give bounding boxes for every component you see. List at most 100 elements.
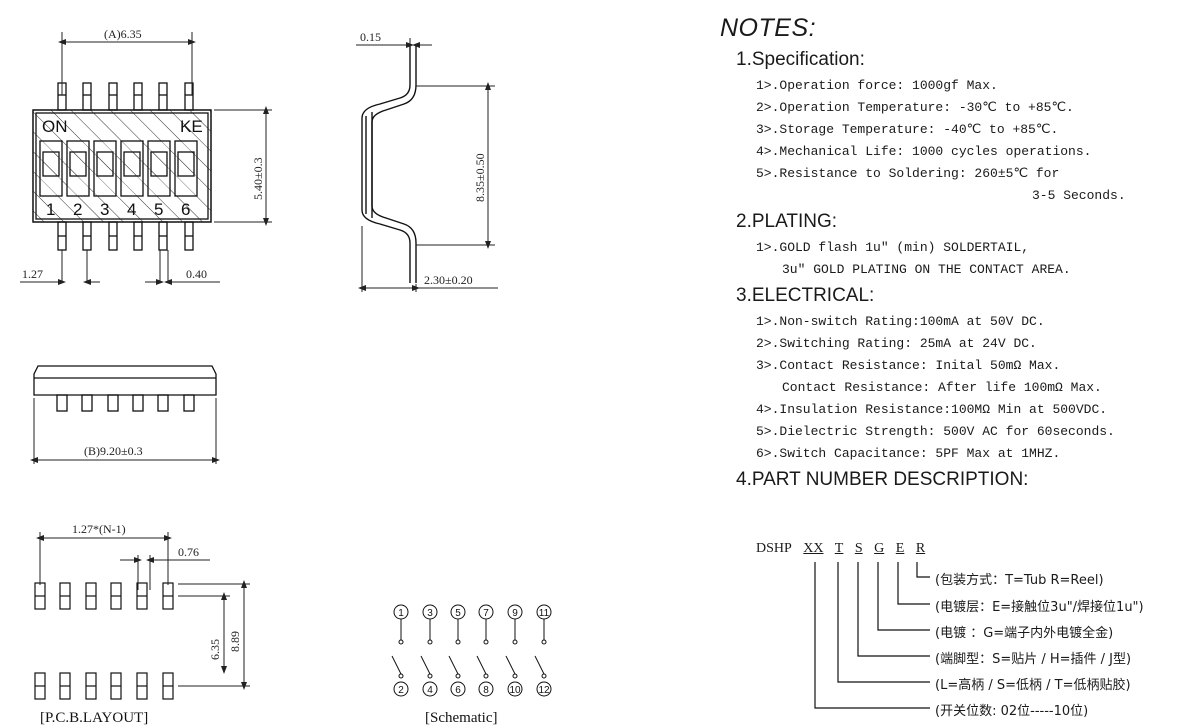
- pn-desc-positions: (开关位数: 02位-----10位): [935, 704, 1089, 719]
- side-view: [361, 45, 417, 283]
- electrical-line: 1>.Non-switch Rating:100mA at 50V DC.: [756, 314, 1045, 329]
- schematic-label-top: 5: [455, 608, 461, 619]
- notes-title: NOTES:: [720, 14, 817, 42]
- switch-number: 6: [181, 200, 190, 219]
- pcb-outer-dim: 8.89: [228, 631, 242, 652]
- electrical-line: 4>.Insulation Resistance:100MΩ Min at 50…: [756, 402, 1108, 417]
- front-view: [33, 365, 217, 412]
- schematic-label-top: 1: [398, 608, 404, 619]
- schematic-label-bottom: 8: [483, 685, 489, 696]
- spec-line: 2>.Operation Temperature: -30℃ to +85℃.: [756, 100, 1074, 115]
- front-terminal: [183, 394, 195, 412]
- electrical-title: 3.ELECTRICAL:: [736, 285, 875, 306]
- pcb-caption: [P.C.B.LAYOUT]: [40, 710, 148, 726]
- schematic-contact: [427, 639, 433, 645]
- schematic-caption: [Schematic]: [425, 710, 497, 726]
- schematic-terminal-bottom: [536, 681, 552, 697]
- switch-actuator: [123, 151, 141, 177]
- pn-desc-plating: (电镀 ：G=端子内外电镀全金): [935, 626, 1114, 641]
- schematic-label-bottom: 10: [509, 685, 521, 696]
- schematic-contact: [427, 673, 433, 679]
- spec-line: 3>.Storage Temperature: -40℃ to +85℃.: [756, 122, 1059, 137]
- switch-number: 2: [73, 200, 82, 219]
- pitch-dim: 1.27: [22, 267, 43, 281]
- front-terminal: [157, 394, 169, 412]
- top-width-dim: (A)6.35: [104, 27, 142, 41]
- electrical-line: 2>.Switching Rating: 25mA at 24V DC.: [756, 336, 1037, 351]
- schematic-label-bottom: 2: [398, 685, 404, 696]
- schematic-label-top: 9: [512, 608, 518, 619]
- schematic-contact: [541, 673, 547, 679]
- part-number-title: 4.PART NUMBER DESCRIPTION:: [736, 469, 1029, 490]
- switch-actuator: [150, 151, 168, 177]
- switch-actuator: [42, 151, 60, 177]
- schematic-switch-arm: [391, 655, 402, 675]
- spec-section: 1.Specification: 1>.Operation force: 100…: [720, 49, 1190, 207]
- schematic-switch-arm: [476, 655, 487, 675]
- notes-panel: NOTES: 1.Specification: 1>.Operation for…: [720, 14, 1190, 495]
- switch-number: 1: [46, 200, 55, 219]
- front-terminal: [81, 394, 93, 412]
- electrical-section: 3.ELECTRICAL: 1>.Non-switch Rating:100mA…: [720, 285, 1190, 465]
- side-depth-dim: 2.30±0.20: [424, 273, 473, 287]
- schematic-terminal-bottom: [507, 681, 523, 697]
- pcb-pad-dim: 0.76: [178, 545, 199, 559]
- part-number-code: DSHP XX T S G E R: [756, 541, 933, 557]
- spec-title: 1.Specification:: [736, 49, 865, 70]
- front-terminal: [56, 394, 68, 412]
- pcb-row-dim: 6.35: [208, 639, 222, 660]
- pin-width-dim: 0.40: [186, 267, 207, 281]
- front-terminal: [107, 394, 119, 412]
- schematic-switch-arm: [448, 655, 459, 675]
- pn-prefix: DSHP: [756, 541, 792, 556]
- schematic-contact: [398, 673, 404, 679]
- schematic-switch-arm: [534, 655, 545, 675]
- on-label: ON: [42, 117, 68, 136]
- side-lead-dim: 0.15: [360, 30, 381, 44]
- schematic-terminal-bottom: [422, 681, 438, 697]
- pn-desc-packing: (包装方式：T=Tub R=Reel): [935, 573, 1104, 588]
- electrical-line: 3>.Contact Resistance: Inital 50mΩ Max.: [756, 358, 1061, 373]
- pn-desc-layer: (电镀层：E=接触位3u"/焊接位1u"): [935, 600, 1144, 615]
- plating-line: 3u" GOLD PLATING ON THE CONTACT AREA.: [782, 262, 1071, 277]
- pn-field-positions: XX: [803, 541, 824, 556]
- switch-actuator: [69, 151, 87, 177]
- side-height-dim: 8.35±0.50: [473, 153, 487, 202]
- schematic-switch-arm: [420, 655, 431, 675]
- electrical-line: 5>.Dielectric Strength: 500V AC for 60se…: [756, 424, 1115, 439]
- electrical-line: Contact Resistance: After life 100mΩ Max…: [782, 380, 1102, 395]
- front-width-dim: (B)9.20±0.3: [84, 444, 143, 458]
- spec-line: 5>.Resistance to Soldering: 260±5℃ for: [756, 166, 1060, 181]
- switch-actuator: [177, 151, 195, 177]
- ke-label: KE: [180, 117, 203, 136]
- schematic-contact: [455, 673, 461, 679]
- switch-actuator: [96, 151, 114, 177]
- pcb-pitch-dim: 1.27*(N-1): [72, 522, 126, 536]
- schematic-contact: [512, 673, 518, 679]
- top-view: [32, 82, 212, 251]
- schematic-terminal-bottom: [478, 681, 494, 697]
- schematic-label-top: 7: [483, 608, 489, 619]
- schematic-contact: [398, 639, 404, 645]
- pn-field-layer: E: [895, 541, 905, 556]
- schematic-contact: [483, 673, 489, 679]
- schematic-switch-arm: [505, 655, 516, 675]
- schematic-contact: [541, 639, 547, 645]
- schematic-label-bottom: 6: [455, 685, 461, 696]
- schematic-label-top: 3: [427, 608, 433, 619]
- schematic-terminal-bottom: [450, 681, 466, 697]
- pn-field-plating: G: [874, 541, 885, 556]
- pn-field-handle: T: [834, 541, 844, 556]
- spec-line: 4>.Mechanical Life: 1000 cycles operatio…: [756, 144, 1092, 159]
- electrical-line: 6>.Switch Capacitance: 5PF Max at 1MHZ.: [756, 446, 1061, 461]
- schematic-contact: [455, 639, 461, 645]
- top-height-dim: 5.40±0.3: [251, 157, 265, 200]
- schematic-label-top: 11: [539, 608, 550, 619]
- pn-field-packing: R: [915, 541, 926, 556]
- schematic-contact: [512, 639, 518, 645]
- pn-desc-handle: (L=高柄 / S=低柄 / T=低柄贴胶): [935, 678, 1131, 693]
- pn-desc-terminal: (端脚型：S=贴片 / H=插件 / J型): [935, 652, 1132, 667]
